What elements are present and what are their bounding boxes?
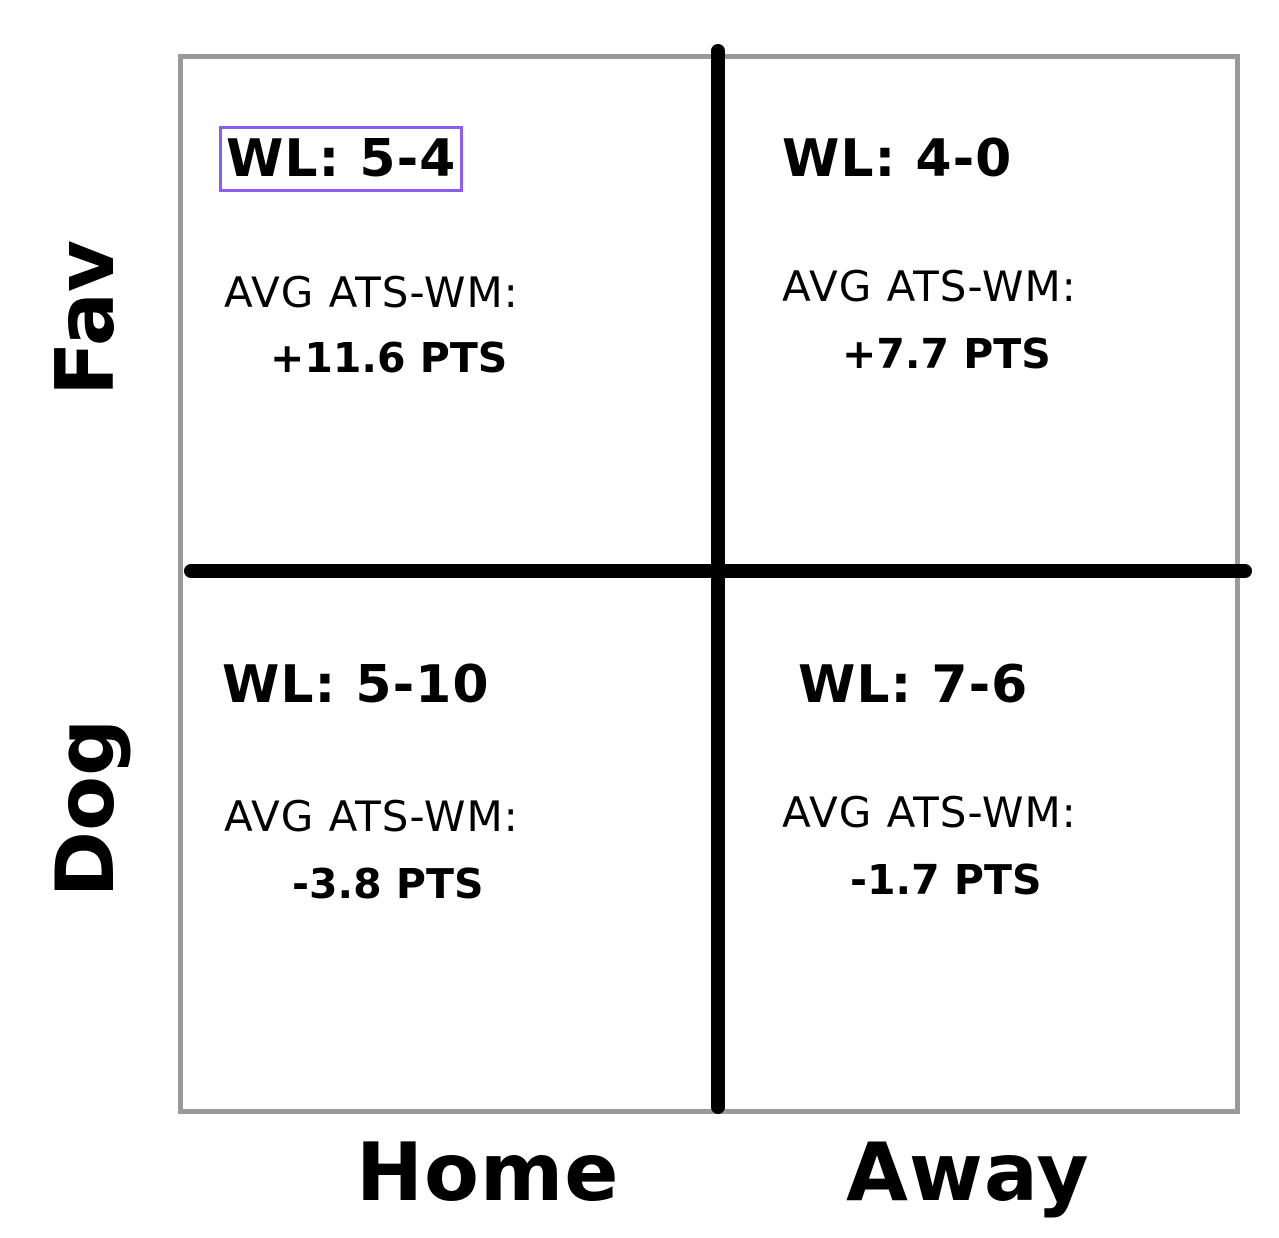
fav-home-avg-value: +11.6 PTS xyxy=(270,334,508,382)
fav-home-wl: WL: 5-4 xyxy=(218,126,464,192)
fav-away-avg-label: AVG ATS-WM: xyxy=(782,262,1077,311)
dog-away-wl: WL: 7-6 xyxy=(798,655,1029,715)
quadrant-frame xyxy=(178,54,1240,1114)
horizontal-divider xyxy=(184,564,1252,578)
dog-away-avg-label: AVG ATS-WM: xyxy=(782,788,1077,837)
vertical-divider xyxy=(711,44,725,1114)
dog-home-avg-value: -3.8 PTS xyxy=(292,860,484,908)
fav-away-avg-value: +7.7 PTS xyxy=(842,330,1051,378)
dog-home-wl: WL: 5-10 xyxy=(222,655,490,715)
column-label-away: Away xyxy=(846,1126,1090,1219)
dog-home-avg-label: AVG ATS-WM: xyxy=(224,792,519,841)
row-label-fav: Fav xyxy=(39,239,132,397)
fav-away-wl: WL: 4-0 xyxy=(782,129,1013,189)
dog-away-avg-value: -1.7 PTS xyxy=(850,856,1042,904)
row-label-dog: Dog xyxy=(39,718,132,898)
column-label-home: Home xyxy=(356,1126,620,1219)
fav-home-avg-label: AVG ATS-WM: xyxy=(224,268,519,317)
